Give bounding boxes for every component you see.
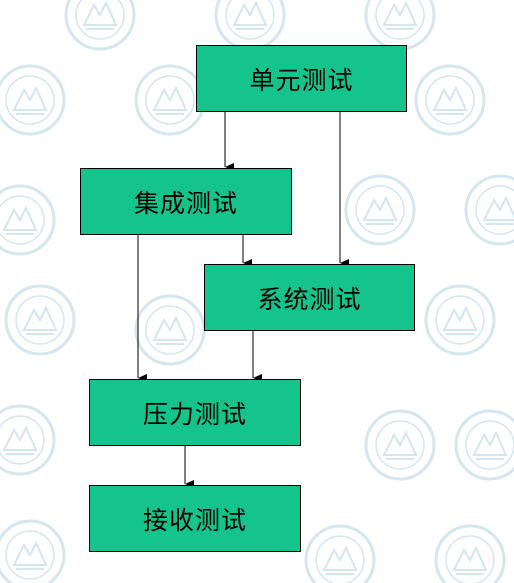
node-acceptance-testing: 接收测试 bbox=[89, 485, 301, 552]
node-integration-testing: 集成测试 bbox=[80, 168, 292, 235]
node-stress-testing: 压力测试 bbox=[89, 379, 301, 446]
node-system-testing: 系统测试 bbox=[204, 264, 415, 331]
node-unit-testing: 单元测试 bbox=[196, 45, 407, 112]
